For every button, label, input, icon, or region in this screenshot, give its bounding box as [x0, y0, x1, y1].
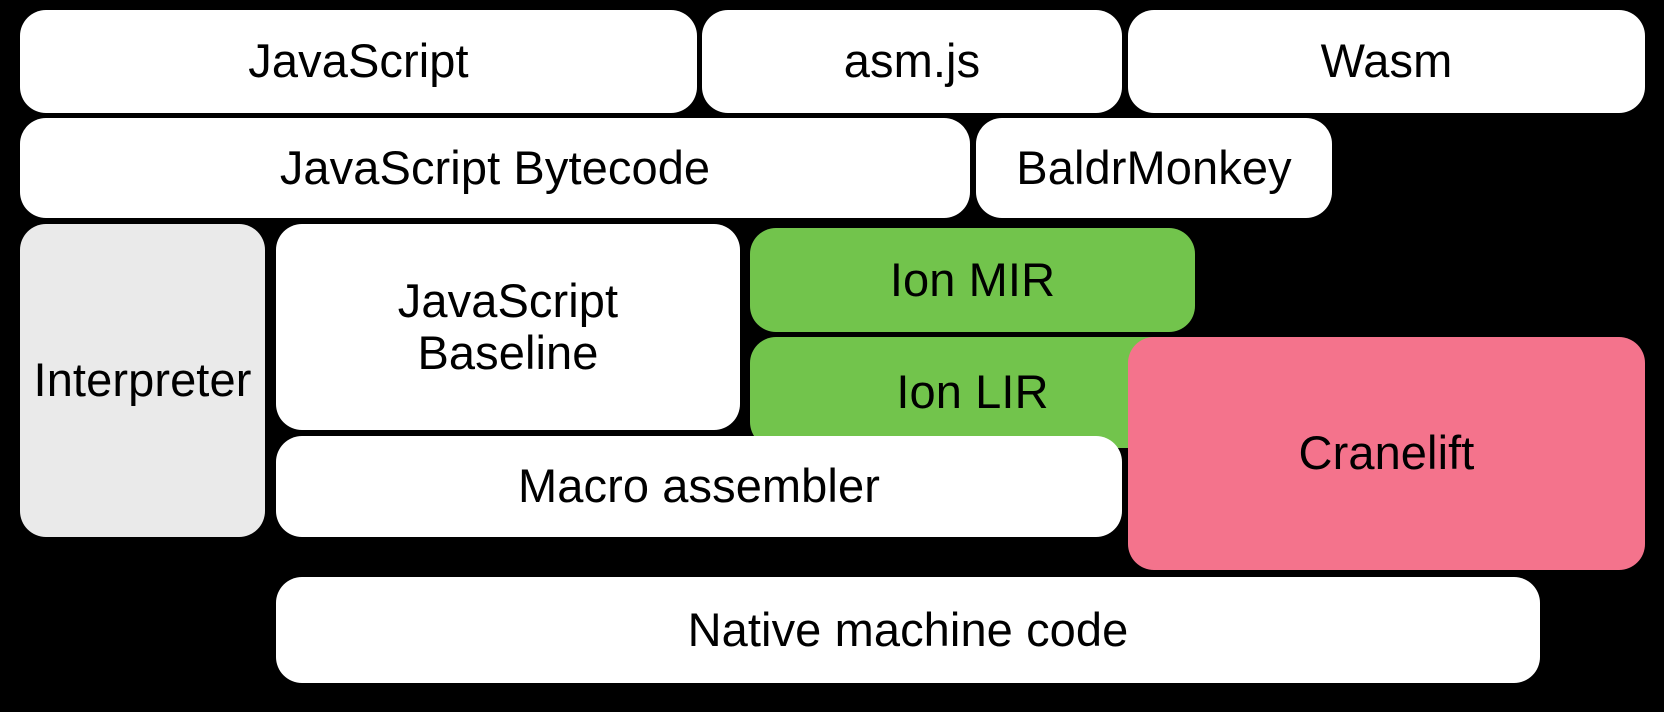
node-macro-assembler: Macro assembler	[276, 436, 1122, 537]
node-baldrmonkey: BaldrMonkey	[976, 118, 1332, 218]
node-native-machine-code: Native machine code	[276, 577, 1540, 683]
node-ion-lir: Ion LIR	[750, 337, 1195, 448]
node-javascript-baseline: JavaScript Baseline	[276, 224, 740, 430]
node-interpreter: Interpreter	[20, 224, 265, 537]
node-cranelift: Cranelift	[1128, 337, 1645, 570]
node-wasm: Wasm	[1128, 10, 1645, 113]
node-asm-js: asm.js	[702, 10, 1122, 113]
node-javascript: JavaScript	[20, 10, 697, 113]
node-ion-mir: Ion MIR	[750, 228, 1195, 332]
node-javascript-bytecode: JavaScript Bytecode	[20, 118, 970, 218]
